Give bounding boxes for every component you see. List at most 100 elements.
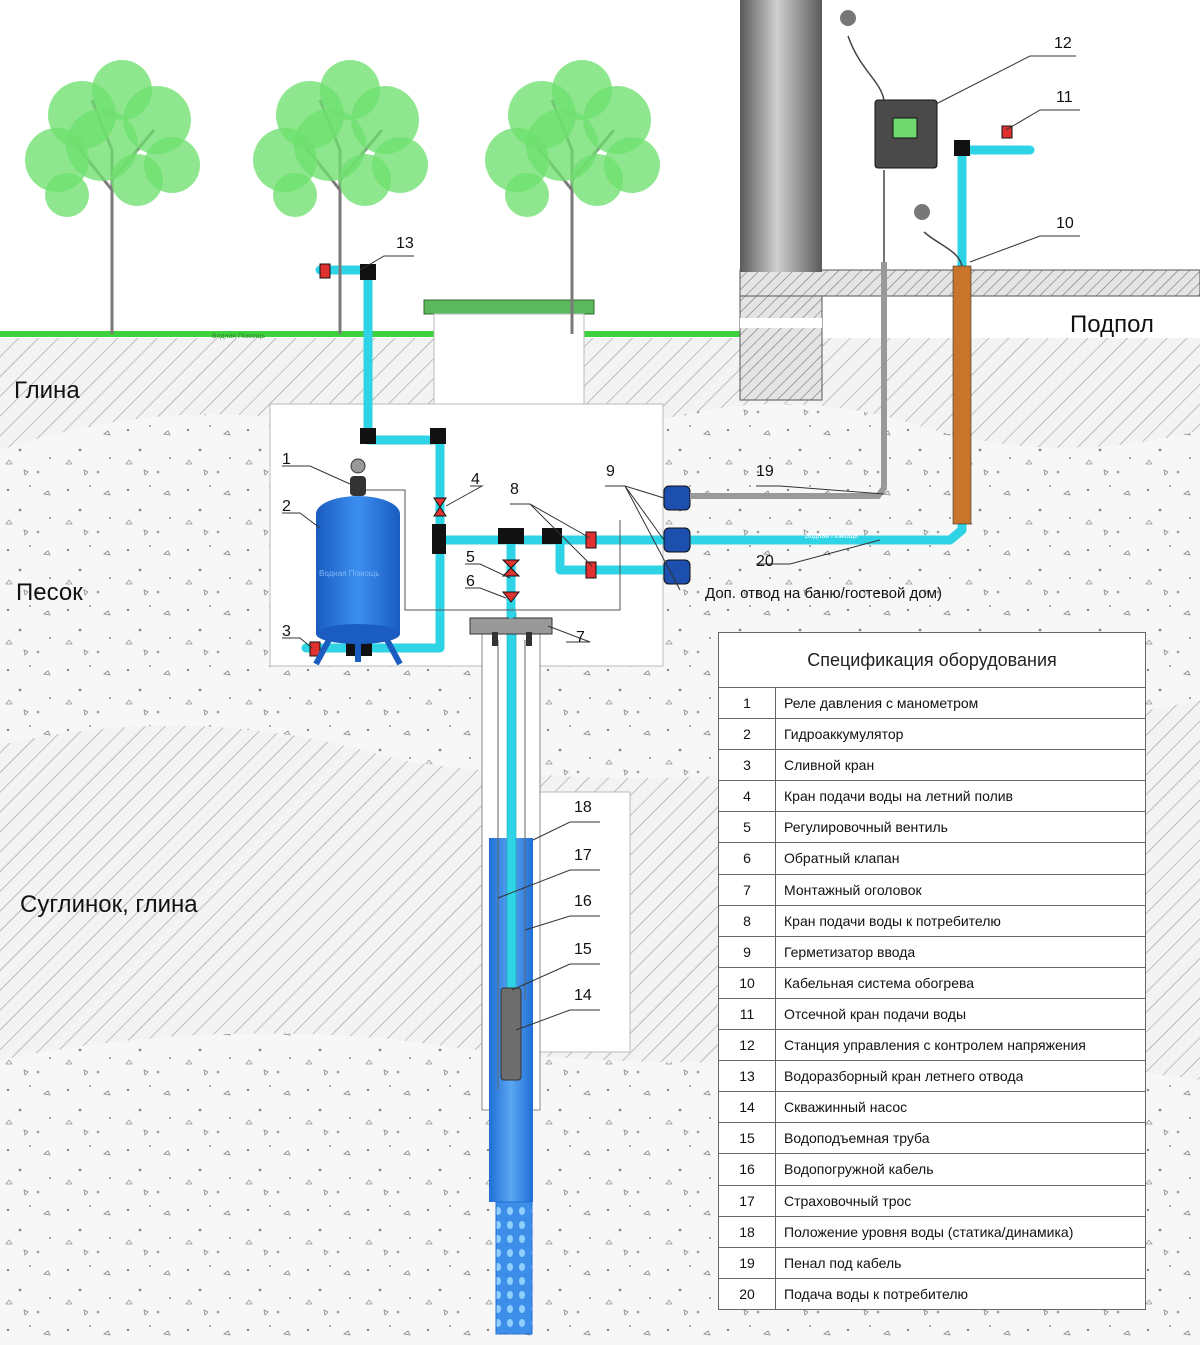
spec-row-text: Кран подачи воды к потребителю [784,912,1001,929]
spec-row-text: Станция управления с контролем напряжени… [784,1037,1086,1054]
spec-row-text: Подача воды к потребителю [784,1285,969,1302]
spec-row-number: 20 [719,1278,776,1309]
callout-2: 2 [282,498,291,515]
well-filter [495,1201,533,1335]
callout-5: 5 [466,549,475,566]
callout-17: 17 [574,847,592,864]
callout-16: 16 [574,893,592,910]
spec-row-text: Реле давления с манометром [784,695,979,711]
spec-row: 14 Скважинный насос [719,1092,1145,1124]
callout-6: 6 [466,573,475,590]
spec-row: 20 Подача воды к потребителю [719,1278,1145,1309]
callout-leaders [282,55,1080,1031]
callout-1: 1 [282,451,291,468]
spec-row-number: 8 [719,905,776,936]
spec-row-number: 14 [719,1092,776,1123]
watermark-pipe: Водная Помощь [805,533,858,540]
spec-title: Спецификация оборудования [719,633,1145,688]
spec-row-number: 7 [719,874,776,905]
spec-row-text: Водопогружной кабель [784,1161,934,1178]
sealing-glands [663,485,691,585]
spec-row-number: 3 [719,750,776,781]
spec-row-text: Отсечной кран подачи воды [784,1005,967,1022]
spec-row-number: 13 [719,1061,776,1092]
watermark-tank: Водная Помощь [319,569,380,578]
spec-row-text: Страховочный трос [784,1192,912,1209]
callout-15: 15 [574,941,592,958]
spec-row: 12 Станция управления с контролем напряже… [719,1030,1145,1062]
pressure-switch [350,476,366,496]
callout-13: 13 [396,235,414,252]
spec-row-text: Водоподъемная труба [784,1130,930,1147]
spec-row: 9 Герметизатор ввода [719,936,1145,968]
spec-row-text: Кран подачи воды на летний полив [784,788,1013,805]
tree [25,60,200,334]
valves [309,125,1013,657]
spec-row-number: 2 [719,719,776,750]
callout-4: 4 [471,471,480,488]
tree [485,60,660,334]
spec-row-number: 6 [719,843,776,874]
spec-row-text: Обратный клапан [784,850,900,867]
callout-10: 10 [1056,215,1074,232]
spec-row-number: 16 [719,1154,776,1185]
pit-neck [433,313,585,407]
cable-sleeve [690,262,887,499]
extra-outlet-label: Доп. отвод на баню/гостевой дом) [705,585,942,602]
spec-row-text: Регулировочный вентиль [784,819,948,836]
control-display [892,117,918,139]
pipe-fittings [346,140,970,656]
callout-7: 7 [576,629,585,646]
callout-12: 12 [1054,35,1072,52]
spec-row-number: 9 [719,936,776,967]
pressure-gauge [350,458,366,474]
spec-row: 3 Сливной кран [719,750,1145,782]
spec-row-number: 17 [719,1185,776,1216]
spec-row: 8 Кран подачи воды к потребителю [719,905,1145,937]
spec-row-number: 12 [719,1030,776,1061]
callout-14: 14 [574,987,592,1004]
watermark-grass: Водная Помощь [212,333,265,340]
well-head-bolt-r [526,632,532,646]
soil-label-sand: Песок [16,579,83,606]
spec-row-text: Скважинный насос [784,1099,908,1116]
spec-row: 17 Страховочный трос [719,1185,1145,1217]
clay-layer [0,338,1200,452]
foundation-pillar [740,0,822,272]
spec-row-text: Водоразборный кран летнего отвода [784,1068,1024,1085]
spec-row: 13 Водоразборный кран летнего отвода [719,1061,1145,1093]
spec-row-text: Монтажный оголовок [784,881,922,898]
spec-row-number: 15 [719,1123,776,1154]
accumulator-tank [316,514,400,634]
spec-row-text: Сливной кран [784,757,875,774]
relay-cable [366,489,621,611]
soil-label-clay: Глина [14,377,80,404]
spec-row-number: 5 [719,812,776,843]
callout-18: 18 [574,799,592,816]
spec-row: 5 Регулировочный вентиль [719,812,1145,844]
spec-row-text: Герметизатор ввода [784,943,916,960]
casing-panel [537,791,631,1053]
spec-row-text: Пенал под кабель [784,1254,902,1271]
foundation-gap [740,318,822,328]
basement-label: Подпол [1070,311,1154,338]
spec-row-number: 18 [719,1216,776,1247]
spec-row: 6 Обратный клапан [719,843,1145,875]
spec-row: 16 Водопогружной кабель [719,1154,1145,1186]
power-socket [840,10,856,26]
submersible-pump [500,987,522,1081]
callout-20: 20 [756,553,774,570]
heating-socket [914,204,930,220]
callout-3: 3 [282,623,291,640]
tank-bottom [316,624,400,644]
